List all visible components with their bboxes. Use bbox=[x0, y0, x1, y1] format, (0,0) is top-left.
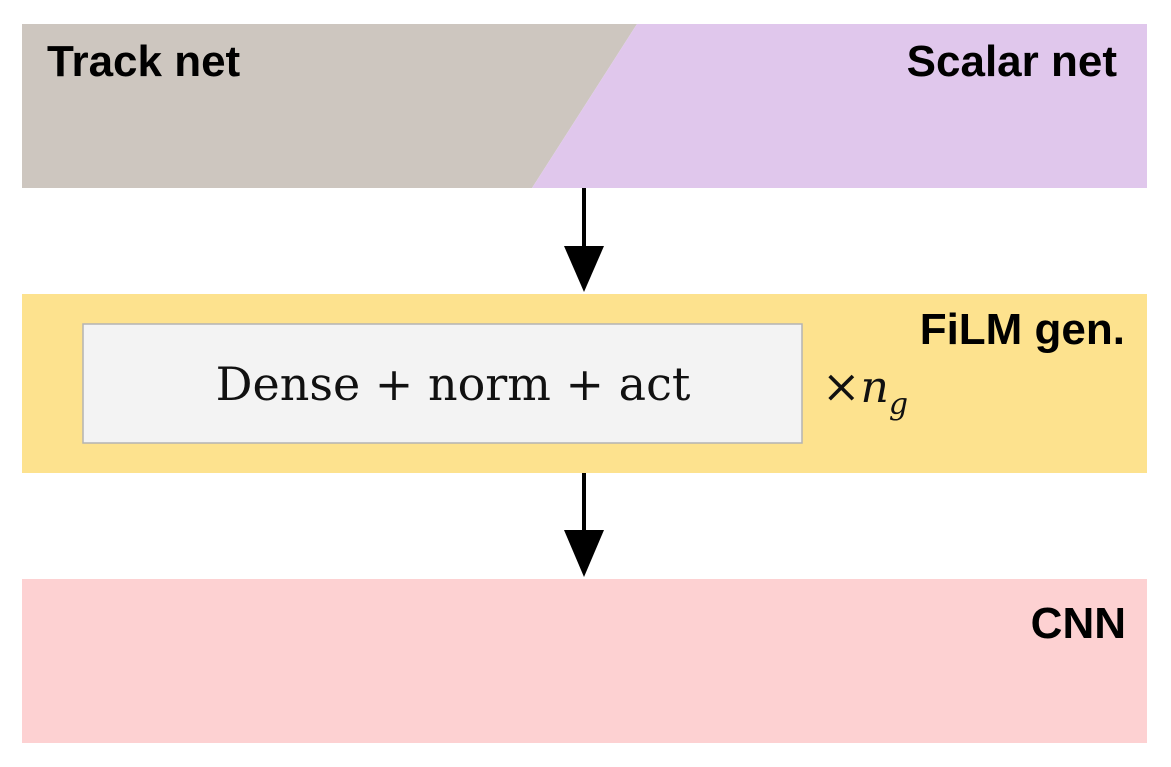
scalar-net-label: Scalar net bbox=[907, 37, 1118, 86]
film-gen-label: FiLM gen. bbox=[920, 305, 1125, 354]
arrow-scalar-to-film bbox=[564, 188, 604, 292]
cnn-label: CNN bbox=[1031, 599, 1126, 648]
track-net-block bbox=[22, 24, 637, 188]
dense-layer-box bbox=[82, 323, 803, 444]
times-symbol: × bbox=[822, 359, 861, 413]
scalar-net-block bbox=[532, 24, 1147, 188]
dense-layer-label: Dense + norm + act bbox=[216, 357, 691, 411]
arrow-film-to-cnn bbox=[564, 473, 604, 577]
repeat-subscript: g bbox=[889, 387, 908, 422]
track-net-label: Track net bbox=[47, 37, 241, 86]
cnn-block bbox=[22, 579, 1147, 743]
repeat-variable: n bbox=[861, 362, 889, 413]
repeat-count-label: ×ng bbox=[822, 359, 908, 422]
